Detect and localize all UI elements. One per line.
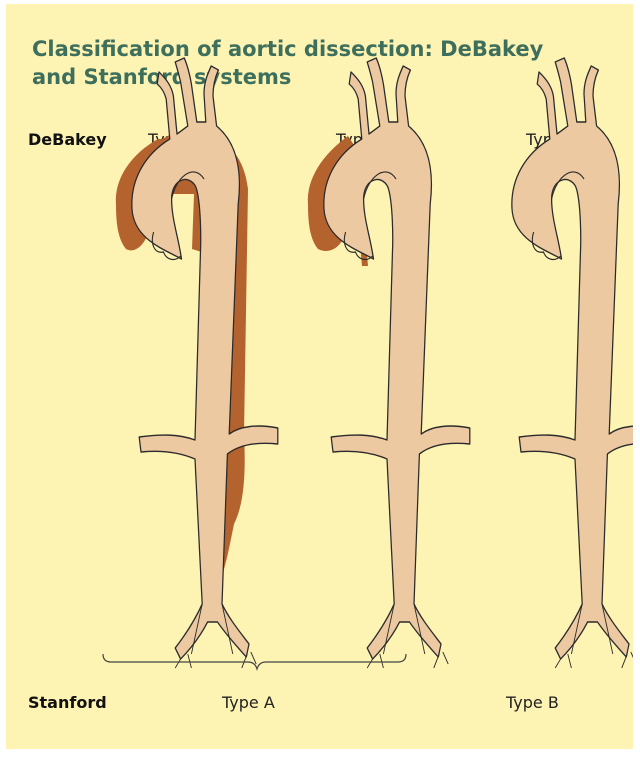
- aorta-type-3: [512, 58, 633, 668]
- figure-panel: Classification of aortic dissection: DeB…: [6, 4, 633, 749]
- aorta-type-2: [308, 58, 470, 668]
- aorta-type-1: [116, 58, 278, 668]
- stanford-row-label: Stanford: [28, 693, 107, 712]
- stanford-type-b-label: Type B: [506, 693, 559, 712]
- aorta-illustrations: [6, 4, 633, 749]
- stanford-type-a-bracket: [103, 654, 406, 669]
- stanford-type-a-label: Type A: [222, 693, 275, 712]
